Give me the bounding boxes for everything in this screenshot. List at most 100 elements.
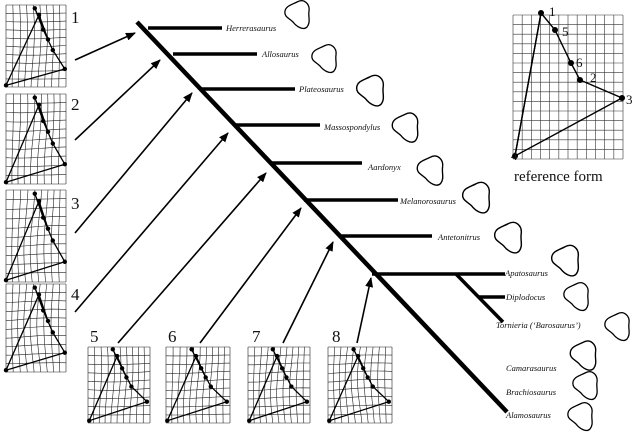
taxon-label: Massospondylus: [323, 122, 381, 132]
grid-line: [44, 4, 48, 88]
landmark-point: [199, 366, 204, 371]
grid-line: [6, 243, 66, 247]
landmark-point: [361, 366, 366, 371]
landmark-point: [62, 66, 67, 72]
deformation-grids: [3, 4, 393, 424]
taxon-label: Aardonyx: [367, 162, 401, 172]
grid-arrows: [74, 32, 374, 344]
landmark-point: [247, 418, 252, 423]
landmark-point: [124, 375, 129, 380]
landmark-point: [279, 366, 285, 371]
taxon-label: Brachiosaurus: [506, 387, 557, 397]
grid-line: [302, 346, 305, 424]
grid-line: [11, 283, 14, 373]
arrow: [74, 92, 193, 234]
landmark-point: [274, 353, 280, 359]
grid-line: [43, 283, 48, 373]
deformation-grid: [327, 346, 393, 424]
landmark-label: 2: [590, 70, 597, 85]
grid-line: [384, 346, 387, 424]
landmark-point: [512, 153, 518, 159]
landmark-point: [552, 27, 558, 33]
landmark-point: [144, 399, 150, 404]
landmark-label: 5: [562, 24, 569, 39]
grid-line: [338, 346, 343, 424]
grid-line: [5, 128, 67, 132]
grid-line: [5, 362, 67, 364]
taxon-label: Alamosaurus: [505, 410, 552, 420]
grid-line: [165, 370, 231, 374]
landmark-point: [110, 347, 116, 352]
grid-line: [5, 45, 67, 48]
grid-line: [363, 346, 369, 424]
grid-line: [5, 334, 67, 339]
grid-line: [165, 405, 231, 408]
grid-line: [17, 283, 21, 373]
landmark-point: [32, 191, 37, 196]
landmark-point: [289, 384, 294, 389]
landmark-point: [189, 347, 194, 352]
grid-line: [87, 405, 151, 408]
grid-line: [30, 4, 35, 88]
landmark-point: [355, 353, 361, 359]
outline-polygon: [248, 349, 309, 422]
deformation-grid: [3, 189, 67, 283]
grid-line: [222, 347, 225, 424]
grid-line: [247, 379, 310, 383]
grid-line: [43, 93, 49, 185]
landmark-point: [304, 399, 310, 404]
landmark-point: [36, 292, 42, 297]
grid-line: [5, 28, 67, 31]
grid-line: [5, 300, 67, 303]
grid-line: [5, 165, 67, 168]
grid-line: [5, 317, 67, 321]
grid-line: [295, 346, 299, 424]
grid-line: [29, 189, 36, 283]
grid-number: 4: [71, 285, 80, 304]
landmark-point: [270, 347, 275, 352]
ankle-bone-outline: [493, 221, 523, 254]
grid-line: [5, 292, 67, 294]
taxon-label: Melanorosaurus: [399, 196, 457, 206]
grid-line: [5, 111, 67, 114]
landmark-point: [208, 384, 213, 389]
taxon-label: Tornieria (‘Barosaurus’): [496, 320, 581, 330]
grid-line: [87, 388, 151, 391]
outline-edge: [514, 12, 542, 157]
grid-line: [327, 387, 393, 391]
grid-line: [24, 4, 28, 88]
grid-line: [5, 343, 67, 348]
grid-line: [6, 198, 66, 200]
landmark-point: [50, 238, 55, 243]
deformation-grid: [3, 93, 67, 185]
landmark-point: [224, 399, 229, 404]
grid-numbers: 1 2 3 4 5 6 7 8: [71, 8, 341, 346]
grid-line: [5, 137, 67, 141]
grid-line: [87, 379, 151, 383]
landmark-point: [45, 129, 51, 134]
grid-line: [30, 93, 36, 185]
grid-line: [98, 346, 102, 424]
reference-form: 1 2 3 4 5 6 reference form: [511, 4, 633, 185]
grid-line: [248, 387, 311, 391]
grid-line: [248, 404, 310, 408]
landmark-point: [284, 375, 289, 380]
grid-line: [350, 346, 356, 424]
grid-line: [17, 4, 21, 88]
ankle-bone-outline: [355, 74, 385, 107]
landmark-point: [32, 95, 37, 100]
landmark-point: [351, 347, 356, 352]
grid-line: [6, 272, 66, 274]
landmark-label: 6: [576, 55, 583, 70]
landmark-point: [87, 418, 92, 423]
grid-line: [6, 207, 66, 210]
grid-number: 6: [168, 327, 177, 346]
landmark-point: [577, 77, 583, 83]
grid-line: [5, 78, 67, 80]
ankle-bone-outline: [416, 155, 444, 186]
landmark-point: [41, 308, 46, 313]
grid-line: [43, 189, 49, 283]
grid-number: 3: [71, 194, 80, 213]
landmark-point: [62, 259, 67, 264]
